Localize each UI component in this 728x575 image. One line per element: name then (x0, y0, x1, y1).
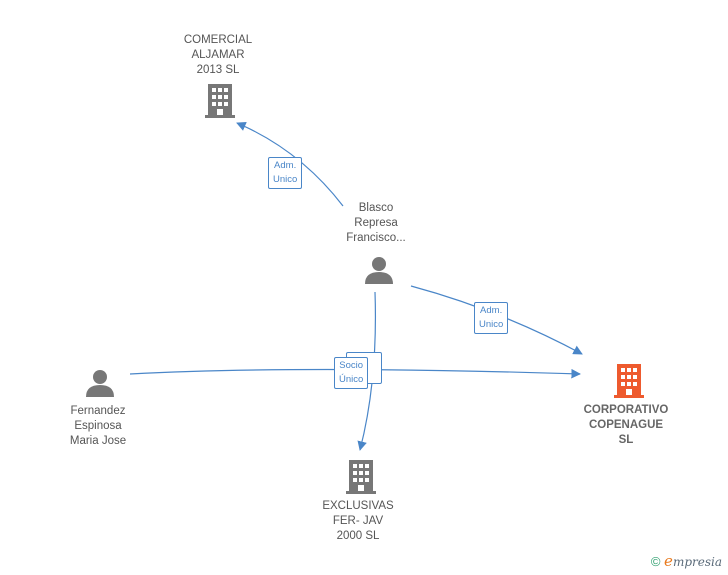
edge-fernandez-corporativo (129, 368, 581, 379)
building-icon[interactable] (614, 364, 644, 398)
person-icon[interactable] (86, 370, 114, 397)
building-icon[interactable] (205, 84, 235, 118)
copyright-icon: © (650, 554, 661, 569)
node-label-blasco[interactable]: Blasco Represa Francisco... (346, 202, 406, 244)
footer-brand: © empresia (651, 552, 722, 570)
edge-label-adm-unico[interactable]: Adm. Unico (268, 157, 303, 189)
brand-logo[interactable]: empresia (664, 552, 722, 570)
edge-label-adm-unico[interactable]: Adm. Unico (474, 302, 509, 334)
node-label-corporativo[interactable]: CORPORATIVO COPENAGUE SL (583, 404, 669, 446)
edge-label-socio-unico[interactable]: Socio Único (334, 357, 369, 389)
node-label-fernandez[interactable]: Fernandez Espinosa Maria Jose (69, 405, 127, 447)
person-icon[interactable] (365, 257, 393, 284)
building-icon[interactable] (346, 460, 376, 494)
node-label-exclusivas[interactable]: EXCLUSIVAS FER- JAV 2000 SL (322, 500, 394, 542)
node-label-comercial-aljamar[interactable]: COMERCIAL ALJAMAR 2013 SL (183, 34, 253, 76)
